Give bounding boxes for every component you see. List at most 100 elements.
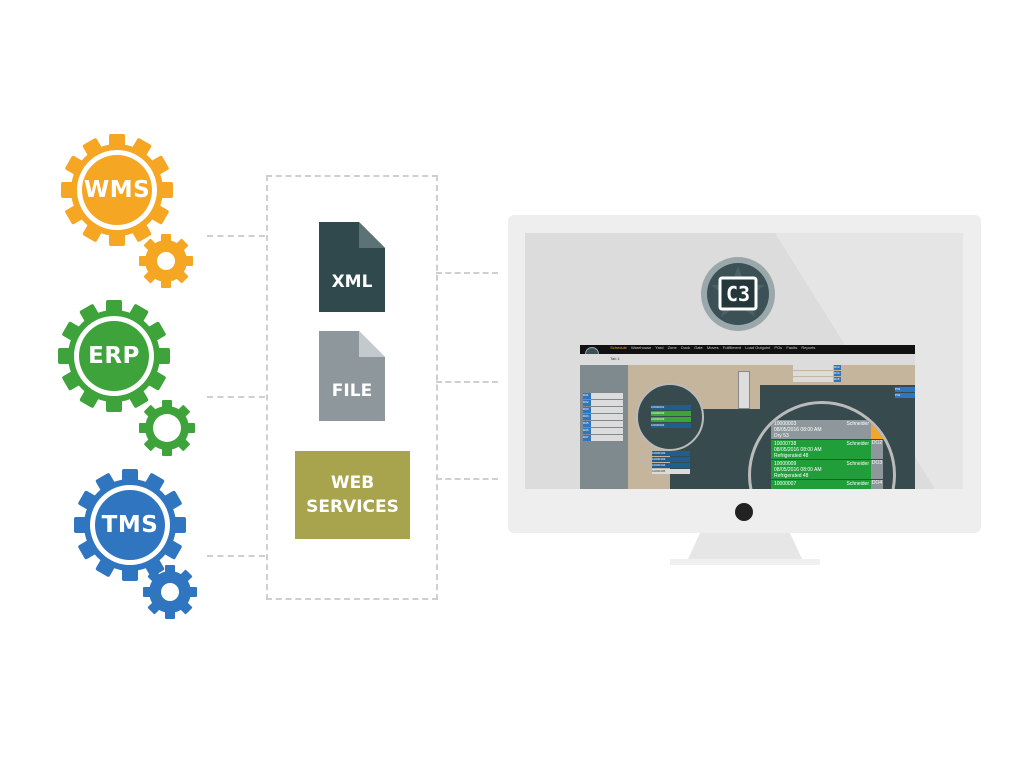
- nav-item[interactable]: Moves: [706, 345, 719, 350]
- trailer-label: D13: [834, 365, 841, 370]
- trailer: D14: [793, 371, 841, 376]
- card-door: DO1: [871, 420, 883, 439]
- card-date: 08/05/2016 08:00 AM: [774, 447, 822, 453]
- small-row: 10000003: [651, 417, 691, 422]
- c3-logo: C3: [700, 256, 776, 332]
- web-services-line2: SERVICES: [306, 497, 399, 517]
- xml-label: XML: [331, 272, 373, 292]
- card-id: 10000738: [774, 441, 797, 447]
- erp-connector: [207, 396, 265, 398]
- right-label: P02: [895, 393, 915, 398]
- card-date: 08/05/2016 08:00 AM: [774, 427, 822, 433]
- right-labels: P01 P02: [895, 387, 915, 399]
- card-id: 10000003: [774, 421, 797, 427]
- mid-row: 10000104: [652, 463, 690, 468]
- list-item: D03: [583, 407, 623, 413]
- nav-item[interactable]: POs: [774, 345, 783, 350]
- nav-item[interactable]: Schedule: [610, 345, 627, 350]
- list-item-label: D02: [583, 400, 591, 406]
- app-tab[interactable]: Tab 1: [610, 356, 620, 361]
- small-magnifier: 10000001 10000002 10000003 10000004: [636, 383, 704, 451]
- tms-small-gear: [143, 565, 197, 619]
- nav-item[interactable]: Fulfillment: [722, 345, 742, 350]
- small-row: 10000001: [651, 405, 691, 410]
- nav-item[interactable]: Zone: [667, 345, 677, 350]
- file-label: FILE: [331, 381, 373, 401]
- xml-document: XML: [319, 222, 385, 312]
- left-row-list: D01 D02 D03 D04 D05 D06 D07: [583, 393, 623, 442]
- wms-label: WMS: [83, 177, 151, 203]
- nav-item[interactable]: Warehouse: [630, 345, 652, 350]
- list-item-label: D04: [583, 414, 591, 420]
- list-item-label: D01: [583, 393, 591, 399]
- monitor-power-button: [735, 503, 753, 521]
- mid-row: 10000102: [652, 451, 690, 456]
- c3-logo-text: C3: [725, 282, 751, 306]
- monitor-stand: [670, 533, 820, 565]
- erp-label: ERP: [88, 343, 140, 369]
- wms-gear: [61, 134, 173, 246]
- xml-file-icon: [319, 222, 385, 312]
- xml-connector: [436, 272, 498, 274]
- top-trailers: D13 D14 D15: [793, 365, 841, 383]
- appointment-card[interactable]: 10000007 Schneider DO4: [771, 480, 883, 489]
- trailer-label: D15: [834, 377, 841, 382]
- app-nav-bar: Schedule Warehouse Yard Zone Dock Gate M…: [580, 345, 915, 354]
- card-id: 10000009: [774, 461, 797, 467]
- mid-row: 10000105: [652, 469, 690, 474]
- tms-connector: [207, 555, 265, 557]
- list-item-label: D06: [583, 428, 591, 434]
- small-row: 10000002: [651, 411, 691, 416]
- tms-label: TMS: [101, 512, 159, 538]
- web-services-line1: WEB: [330, 473, 375, 493]
- appointment-card[interactable]: 10000738 Schneider DO2 08/05/2016 08:00 …: [771, 440, 883, 459]
- left-zone: [580, 365, 628, 489]
- list-item: D05: [583, 421, 623, 427]
- right-label: P01: [895, 387, 915, 392]
- list-item-label: D03: [583, 407, 591, 413]
- card-carrier: Schneider: [846, 461, 869, 467]
- mid-row-list: 10000102 10000103 10000104 10000105: [652, 451, 690, 475]
- nav-item[interactable]: Dock: [680, 345, 690, 350]
- file-icon: [319, 331, 385, 421]
- web-connector: [436, 478, 498, 480]
- small-row: 10000004: [651, 423, 691, 428]
- nav-item[interactable]: Reports: [801, 345, 816, 350]
- card-id: 10000007: [774, 481, 797, 487]
- list-item: D04: [583, 414, 623, 420]
- list-item: D06: [583, 428, 623, 434]
- mid-row: 10000103: [652, 457, 690, 462]
- nav-item[interactable]: Load Outgoint: [745, 345, 771, 350]
- card-door: DO3: [871, 460, 883, 479]
- trailer: D15: [793, 377, 841, 382]
- app-tab-bar: [580, 354, 915, 365]
- trailer-unit: [738, 371, 750, 409]
- trailer: D13: [793, 365, 841, 370]
- file-connector: [436, 381, 498, 383]
- wms-connector: [207, 235, 265, 237]
- card-carrier: Schneider: [846, 481, 869, 487]
- formats-group: [266, 175, 438, 600]
- erp-gear: [58, 300, 170, 412]
- card-date: 08/05/2016 08:00 AM: [774, 467, 822, 473]
- nav-item[interactable]: Yard: [655, 345, 664, 350]
- card-door: DO2: [871, 440, 883, 459]
- wms-small-gear: [139, 234, 193, 288]
- list-item: D07: [583, 435, 623, 441]
- card-door: DO4: [871, 480, 883, 489]
- erp-small-gear: [139, 400, 195, 456]
- list-item-label: D07: [583, 435, 591, 441]
- appointment-card[interactable]: 10000003 Schneider DO1 08/05/2016 08:00 …: [771, 420, 883, 439]
- nav-item[interactable]: Faults: [786, 345, 798, 350]
- appointment-card[interactable]: 10000009 Schneider DO3 08/05/2016 08:00 …: [771, 460, 883, 479]
- list-item: D01: [583, 393, 623, 399]
- card-carrier: Schneider: [846, 421, 869, 427]
- monitor-screen: C3 Schedule Warehouse Yard Zone Dock Gat…: [525, 233, 963, 489]
- c3-logo-icon: [701, 257, 775, 331]
- card-carrier: Schneider: [846, 441, 869, 447]
- list-item: D02: [583, 400, 623, 406]
- gears-graphic: [58, 134, 197, 619]
- nav-item[interactable]: Gate: [694, 345, 703, 350]
- card-note: Dry 53: [774, 433, 789, 439]
- file-document: FILE: [319, 331, 385, 421]
